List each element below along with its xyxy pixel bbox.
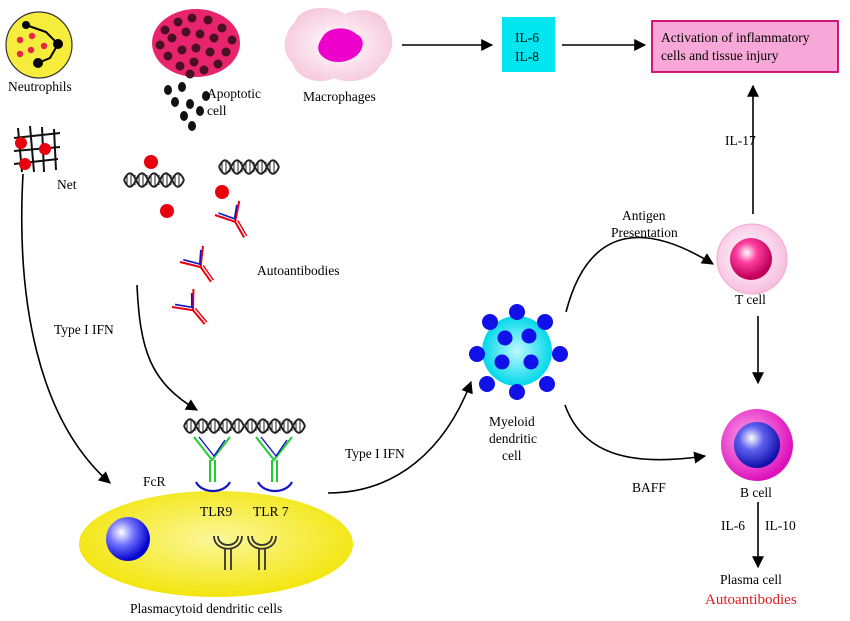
arrow-mdc-to-bcell [564,404,707,464]
receptor-complex-left [183,418,245,493]
plasmacytoid-label: Plasmacytoid dendritic cells [130,601,282,616]
myeloid-dendritic-cell-icon [469,304,568,400]
type1-ifn-mid-label: Type I IFN [345,446,405,461]
tlr7-label: TLR 7 [253,504,289,519]
b-cell-label: B cell [740,485,772,500]
net-label: Net [57,177,77,192]
arrow-immune-complex-to-pdc [136,284,199,411]
cytokine-box: IL-6 IL-8 [502,17,555,72]
myeloid-label-line1: Myeloid [489,414,535,429]
autoantibodies-output-label: Autoantibodies [705,592,797,608]
il10-label: IL-10 [765,518,796,533]
myeloid-label-line3: cell [502,448,522,463]
il6-bottom-label: IL-6 [721,518,745,533]
arrow-mdc-to-tcell [565,236,715,313]
fcr-label: FcR [143,474,166,489]
autoantibodies-label: Autoantibodies [257,263,340,278]
cytokine-il8: IL-8 [515,49,539,64]
cytokine-il6: IL-6 [515,30,539,45]
activation-line2: cells and tissue injury [661,48,779,63]
net-icon [13,125,61,173]
plasma-cell-label: Plasma cell [720,572,782,587]
apoptotic-label-line2: cell [207,103,227,118]
arrow-pdc-to-mdc [327,380,473,494]
type1-ifn-left-label: Type I IFN [54,322,114,337]
macrophage-icon [284,7,393,82]
receptor-complex-right [244,418,306,493]
arrow-net-to-pdc [20,173,111,484]
t-cell-icon [716,223,788,295]
activation-line1: Activation of inflammatory [661,30,810,45]
antigen-label-line1: Antigen [622,208,666,223]
neutrophil-icon [5,11,73,79]
t-cell-label: T cell [735,292,766,307]
apoptotic-label-line1: Apoptotic [207,86,261,101]
activation-box: Activation of inflammatory cells and tis… [651,20,839,73]
antibody-icon [171,200,258,335]
apoptotic-cell-icon [152,9,240,131]
myeloid-label-line2: dendritic [489,431,537,446]
macrophages-label: Macrophages [303,89,376,104]
neutrophils-label: Neutrophils [8,79,72,94]
pdc-nucleus [106,517,150,561]
nuclear-antigen-dots [144,155,229,218]
antigen-label-line2: Presentation [611,225,678,240]
tlr9-label: TLR9 [200,504,232,519]
il17-label: IL-17 [725,133,756,148]
b-cell-icon [721,409,793,481]
baff-label: BAFF [632,480,666,495]
